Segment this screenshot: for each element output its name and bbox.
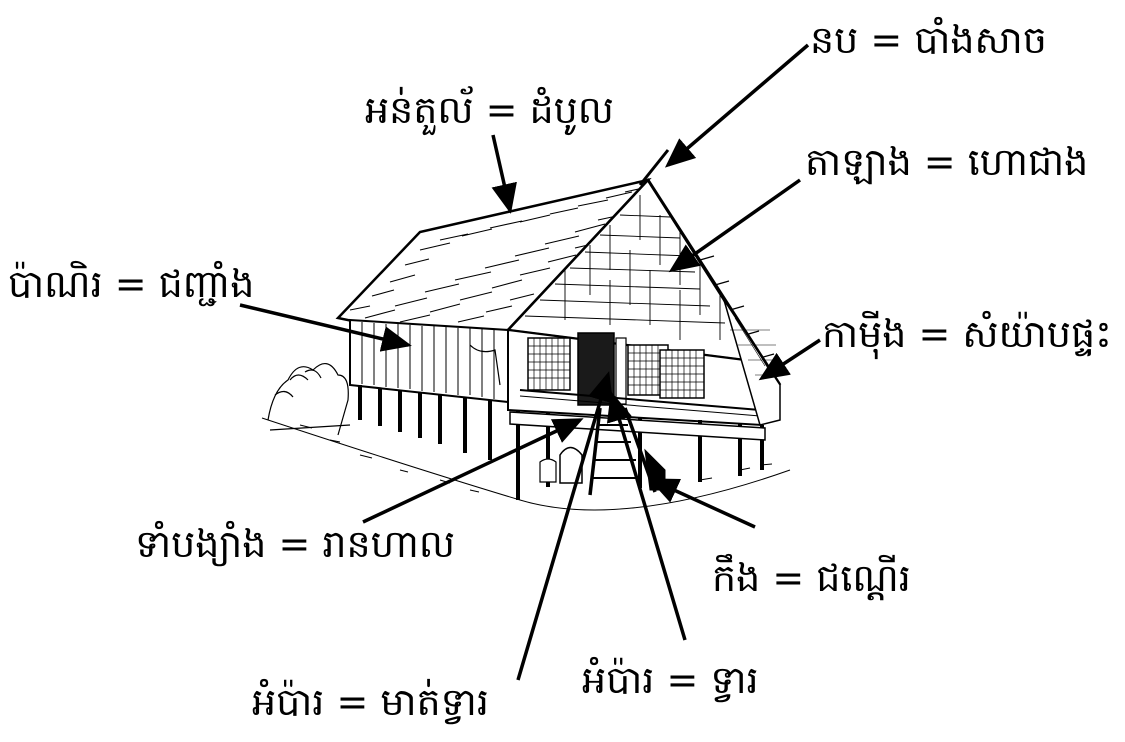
arrow-roof xyxy=(493,135,510,210)
label-gable: តាឡាង = ហោជាង xyxy=(805,140,1088,184)
arrow-ridge xyxy=(668,45,808,165)
arrow-gable xyxy=(672,180,800,270)
label-porch: កាម៉ីង = សំយ៉ាបផ្ទះ xyxy=(822,312,1112,356)
label-ridge: នប = បាំងសាច xyxy=(810,18,1047,62)
label-floor: ទាំបង្យាំង = រានហាល xyxy=(135,522,455,566)
label-door: អំប៉ារ = ទ្វារ xyxy=(582,658,759,702)
label-doorway: អំប៉ារ = មាត់ទ្វារ xyxy=(252,680,489,724)
arrow-porch xyxy=(762,340,820,378)
label-roof: អន់តួល័ = ដំបូល xyxy=(365,88,614,132)
side-wall xyxy=(350,320,508,402)
label-wall: ប៉ាណិរ = ជញ្ជាំង xyxy=(8,262,254,306)
label-stairs: កឹង = ជណ្ដើរ xyxy=(712,556,911,600)
